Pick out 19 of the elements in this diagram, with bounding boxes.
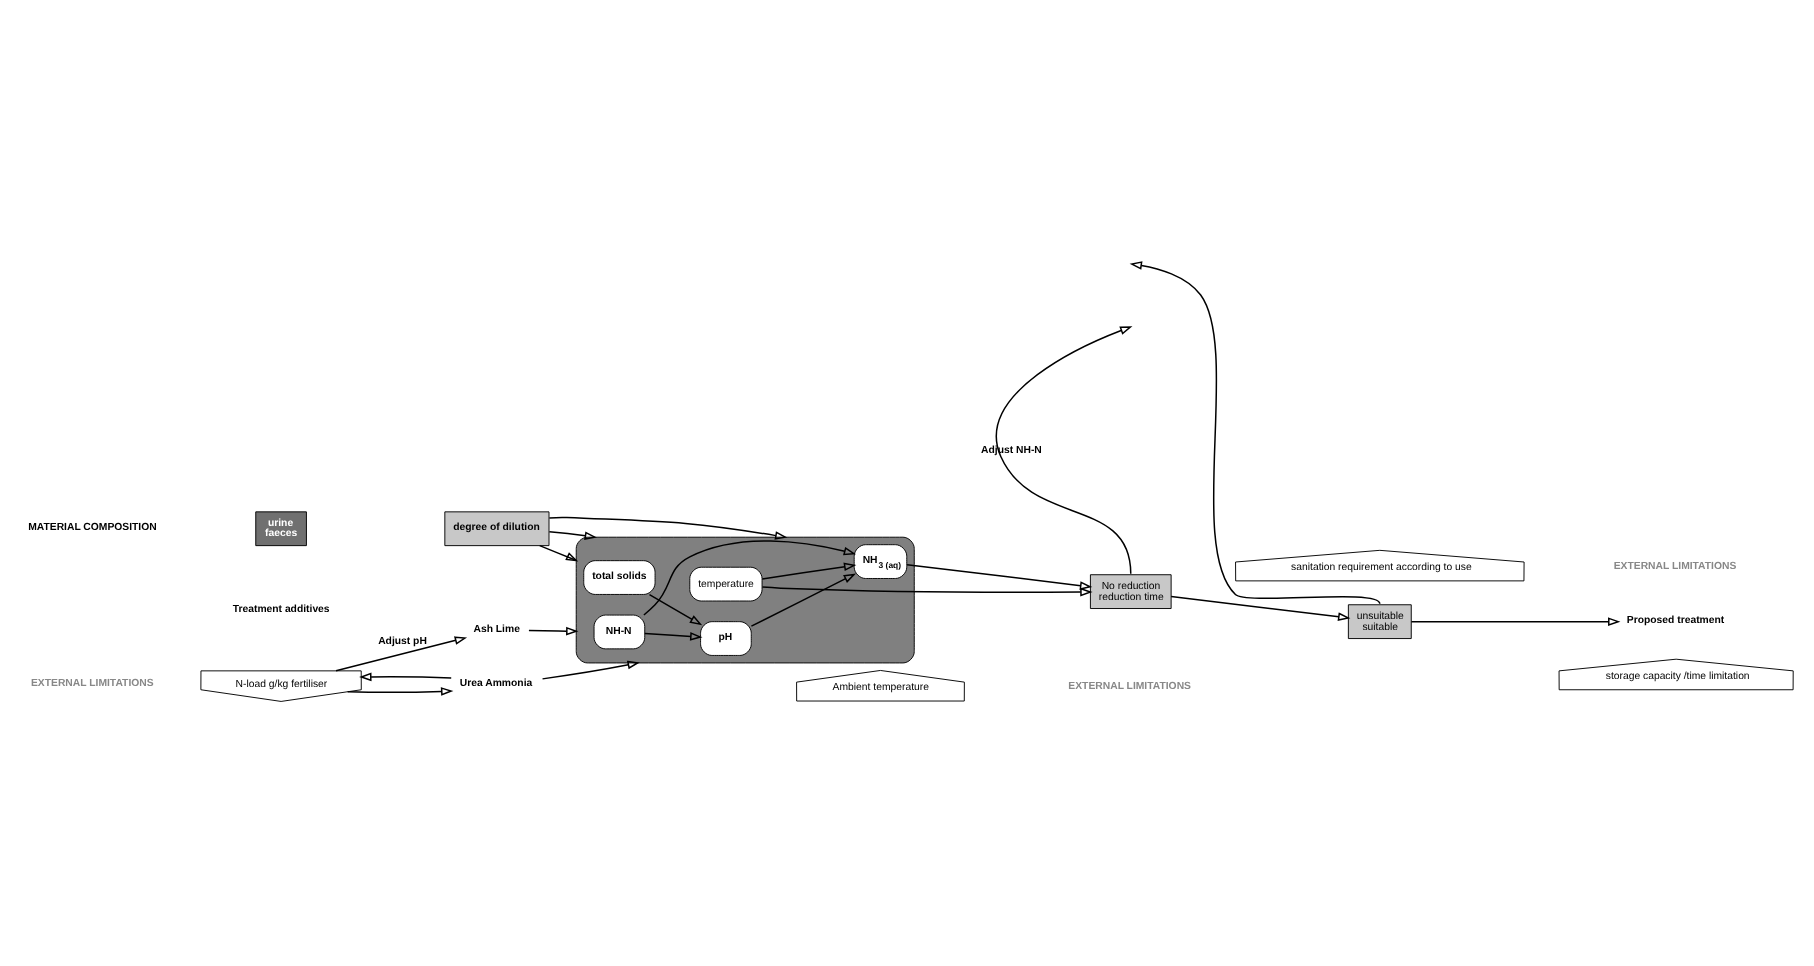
arrow	[528, 625, 579, 635]
arrow	[906, 562, 1093, 589]
arrow	[359, 671, 452, 681]
arrow	[346, 686, 454, 695]
arrow	[335, 635, 468, 671]
arrow	[648, 592, 703, 625]
arrow	[538, 543, 579, 561]
arrow	[548, 530, 597, 540]
arrow	[761, 585, 1093, 596]
arrow	[548, 515, 788, 539]
arrow	[750, 572, 857, 626]
arrow	[644, 631, 703, 640]
arrow	[761, 561, 857, 579]
arrow	[541, 659, 640, 679]
arrow	[1410, 616, 1621, 625]
arrow	[1129, 260, 1381, 604]
arrow	[643, 539, 857, 615]
arrow	[1170, 594, 1351, 620]
arrow	[995, 325, 1133, 574]
